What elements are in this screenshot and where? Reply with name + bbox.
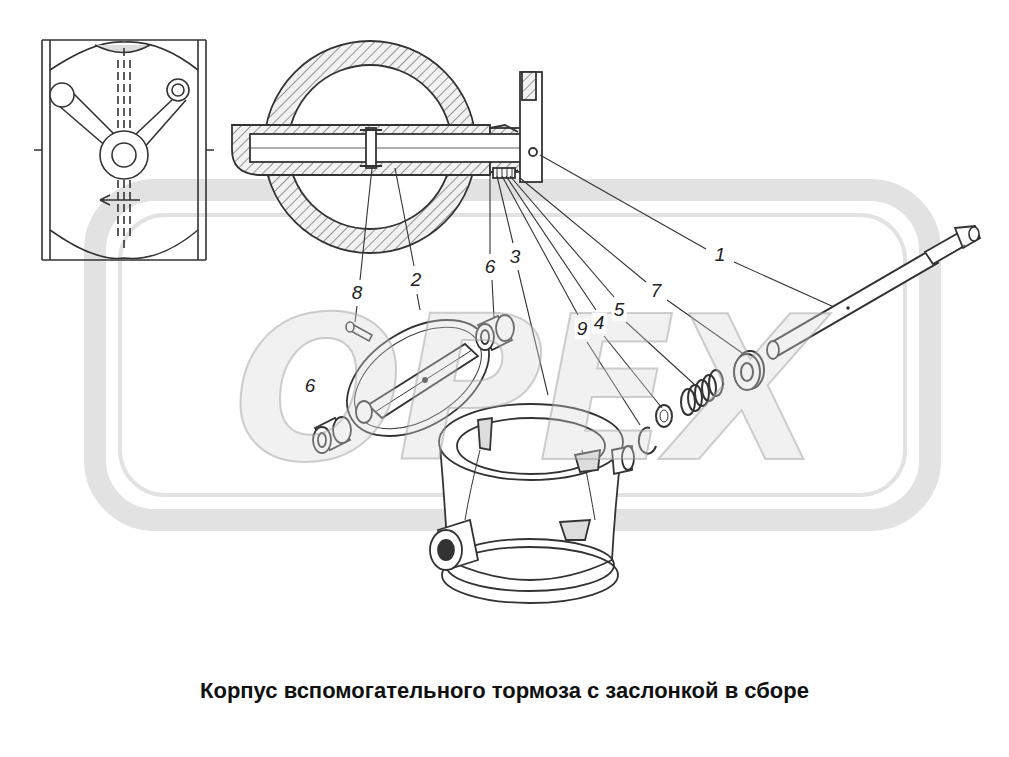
callout-number: 1 xyxy=(713,245,728,266)
callout-number: 2 xyxy=(409,270,424,291)
callout-number: 8 xyxy=(350,283,365,304)
watermark: OPEX xyxy=(233,290,816,490)
section-view xyxy=(232,41,542,253)
callout-number: 9 xyxy=(575,319,590,340)
side-view xyxy=(34,40,214,260)
callout-number: 4 xyxy=(592,313,607,334)
callout-number: 7 xyxy=(649,281,664,302)
callout-number: 6 xyxy=(303,376,318,397)
callout-number: 6 xyxy=(483,257,498,278)
callout-number: 5 xyxy=(612,300,627,321)
caption: Корпус вспомогательного тормоза с заслон… xyxy=(0,678,1009,704)
callout-number: 3 xyxy=(508,247,523,268)
